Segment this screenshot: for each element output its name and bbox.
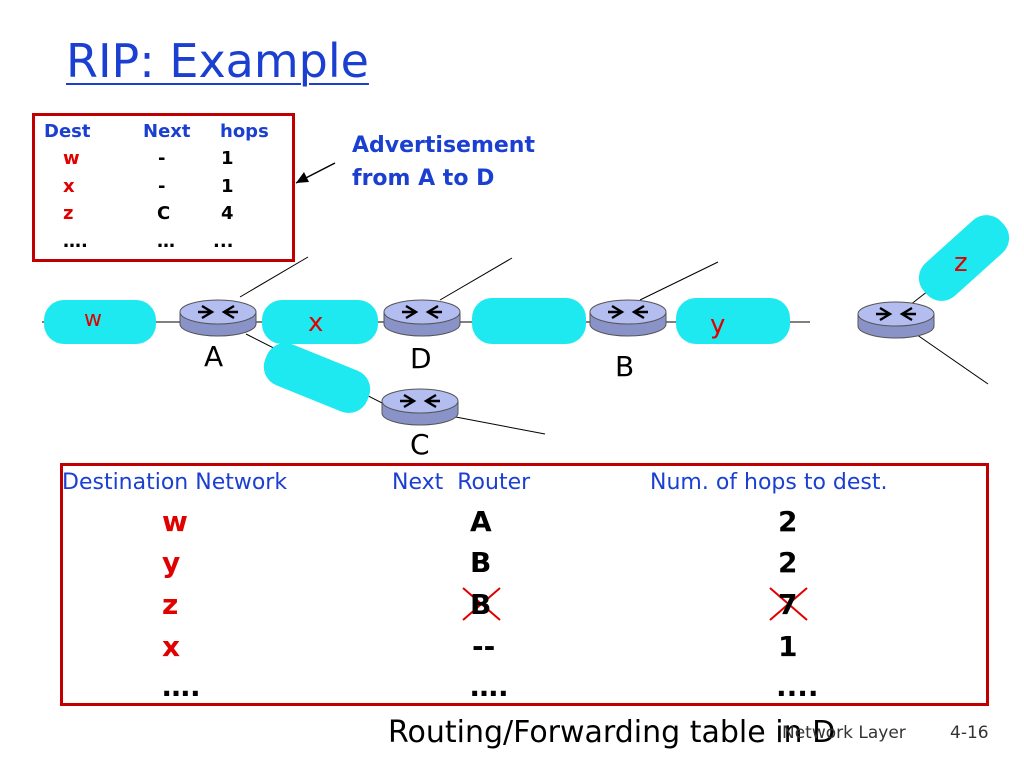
subnet-d-b-blob <box>472 298 586 344</box>
table-row-dest: z <box>162 588 179 621</box>
table-row-next: A <box>470 505 492 538</box>
routing-table-caption: Routing/Forwarding table in D <box>388 715 836 750</box>
link-b-up <box>639 261 719 301</box>
adv-row-dest: …. <box>63 231 88 252</box>
cross-next-z-b <box>462 587 501 621</box>
adv-row-dest: x <box>63 176 75 197</box>
adv-row-next: C <box>157 203 171 224</box>
cross-hops-z-b <box>769 587 808 621</box>
router-c-label: C <box>410 428 430 461</box>
footer-label: Network Layer <box>782 723 906 743</box>
adv-row-hops: 1 <box>221 148 234 169</box>
subnet-z-label: z <box>954 248 968 278</box>
router-d-label: D <box>410 342 432 375</box>
adv-header-hops: hops <box>220 121 269 142</box>
header-next-router: Next Router <box>392 470 531 495</box>
link-c-right <box>439 413 546 435</box>
slide-title: RIP: Example <box>66 34 369 88</box>
advertisement-label-line1: Advertisement <box>352 133 535 158</box>
router-d-icon <box>382 298 462 338</box>
table-row-next: B <box>470 546 492 579</box>
subnet-x-label: x <box>308 308 324 338</box>
router-b-icon <box>588 298 668 338</box>
adv-row-hops: 1 <box>221 176 234 197</box>
adv-header-dest: Dest <box>44 121 91 142</box>
adv-row-hops: 4 <box>221 203 234 224</box>
header-num-hops: Num. of hops to dest. <box>650 470 888 495</box>
link-d-up <box>439 257 513 301</box>
header-destination-network: Destination Network <box>62 470 288 495</box>
adv-header-next: Next <box>143 121 191 142</box>
page-number: 4-16 <box>950 723 989 743</box>
adv-row-next: … <box>157 231 175 252</box>
adv-row-dest: w <box>63 148 80 169</box>
adv-row-next: - <box>158 176 166 197</box>
subnet-x-blob <box>262 300 378 344</box>
router-a-icon <box>178 298 258 338</box>
adv-row-next: - <box>158 148 166 169</box>
table-row-next-crossed: B <box>470 588 492 621</box>
table-row-dest: x <box>162 630 181 663</box>
advertisement-label: Advertisement from A to D <box>352 129 535 195</box>
table-row-next: …. <box>470 670 509 703</box>
adv-row-dest: z <box>63 203 74 224</box>
table-row-dest: y <box>162 546 181 579</box>
link-a-adv <box>239 256 309 298</box>
subnet-a-c-blob <box>263 343 371 413</box>
subnet-y-label: y <box>710 310 726 340</box>
table-row-hops: 2 <box>778 505 798 538</box>
advertisement-label-line2: from A to D <box>352 166 495 191</box>
table-row-dest: …. <box>162 670 201 703</box>
subnet-y-blob <box>676 298 790 344</box>
advertisement-table <box>32 113 295 262</box>
subnet-w-label: w <box>84 307 102 332</box>
table-row-next: -- <box>472 630 496 663</box>
table-row-hops: .... <box>776 670 819 703</box>
table-row-hops: 1 <box>778 630 798 663</box>
router-c-icon <box>380 387 460 427</box>
router-z-icon <box>856 300 936 340</box>
table-row-dest: w <box>162 505 188 538</box>
table-row-hops: 2 <box>778 546 798 579</box>
router-b-label: B <box>615 350 635 383</box>
subnet-w-blob <box>44 300 156 344</box>
router-a-label: A <box>204 340 224 373</box>
adv-row-hops: ... <box>213 231 234 252</box>
subnet-z-blob <box>918 215 1010 301</box>
link-z-out <box>909 329 989 385</box>
table-row-hops-crossed: 7 <box>778 588 798 621</box>
routing-table <box>60 463 989 706</box>
cross-marks <box>462 587 808 621</box>
